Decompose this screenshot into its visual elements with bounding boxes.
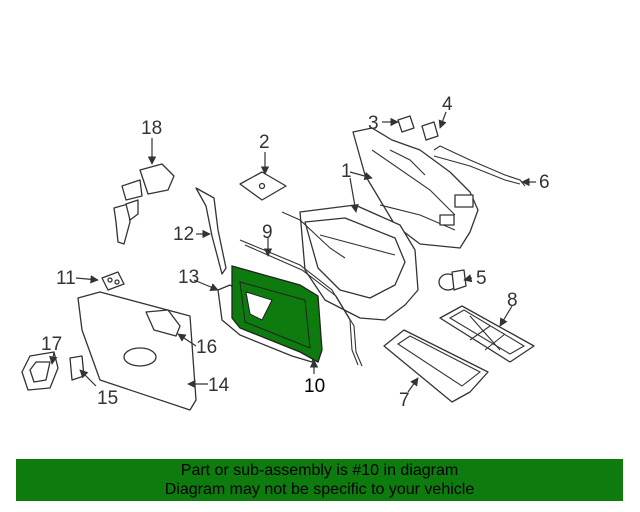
callout-18: 18 [141,118,162,139]
part-9-trim-strip[interactable] [239,211,363,367]
part-12-bracket-strip[interactable] [195,187,227,275]
info-banner: Part or sub-assembly is #10 in diagram D… [16,459,623,501]
part-14-glovebox-door[interactable] [77,291,197,411]
callout-13: 13 [178,267,199,288]
info-banner-line-1: Part or sub-assembly is #10 in diagram [180,462,459,479]
part-17-handle[interactable] [21,351,59,391]
callout-17: 17 [41,334,62,355]
part-8-mat[interactable] [439,305,535,363]
callout-4: 4 [442,94,453,115]
callout-6: 6 [539,172,550,193]
callout-10: 10 [304,376,325,397]
info-banner-line-2: Diagram may not be specific to your vehi… [164,481,475,498]
callout-3: 3 [368,113,379,134]
callout-1: 1 [341,161,352,182]
callout-15: 15 [97,388,118,409]
callout-11: 11 [56,268,76,289]
callout-labels: 1 2 3 4 5 6 7 8 9 10 11 12 13 14 15 16 1… [41,94,550,411]
callout-14: 14 [208,375,230,396]
part-18-lock-cylinder[interactable] [113,163,175,245]
callout-5: 5 [476,268,487,289]
part-16-latch-bracket[interactable] [145,309,181,337]
callout-8: 8 [507,290,518,311]
callout-7: 7 [399,390,410,411]
part-5-plug[interactable] [438,269,467,291]
part-6-cable[interactable] [433,145,526,187]
part-11-hinge[interactable] [101,271,125,291]
part-10-highlighted-panel[interactable] [231,265,323,363]
part-7-tray[interactable] [383,329,489,403]
leader-lines [49,111,536,393]
callout-2: 2 [259,132,270,153]
callout-16: 16 [196,337,217,358]
part-1-console-housing[interactable] [299,127,479,321]
callout-12: 12 [173,224,194,245]
part-3-clip[interactable] [397,115,415,133]
part-4-clip[interactable] [421,121,439,141]
part-15-clip[interactable] [69,355,85,381]
callout-9: 9 [262,222,273,243]
part-2-plate[interactable] [239,171,287,201]
